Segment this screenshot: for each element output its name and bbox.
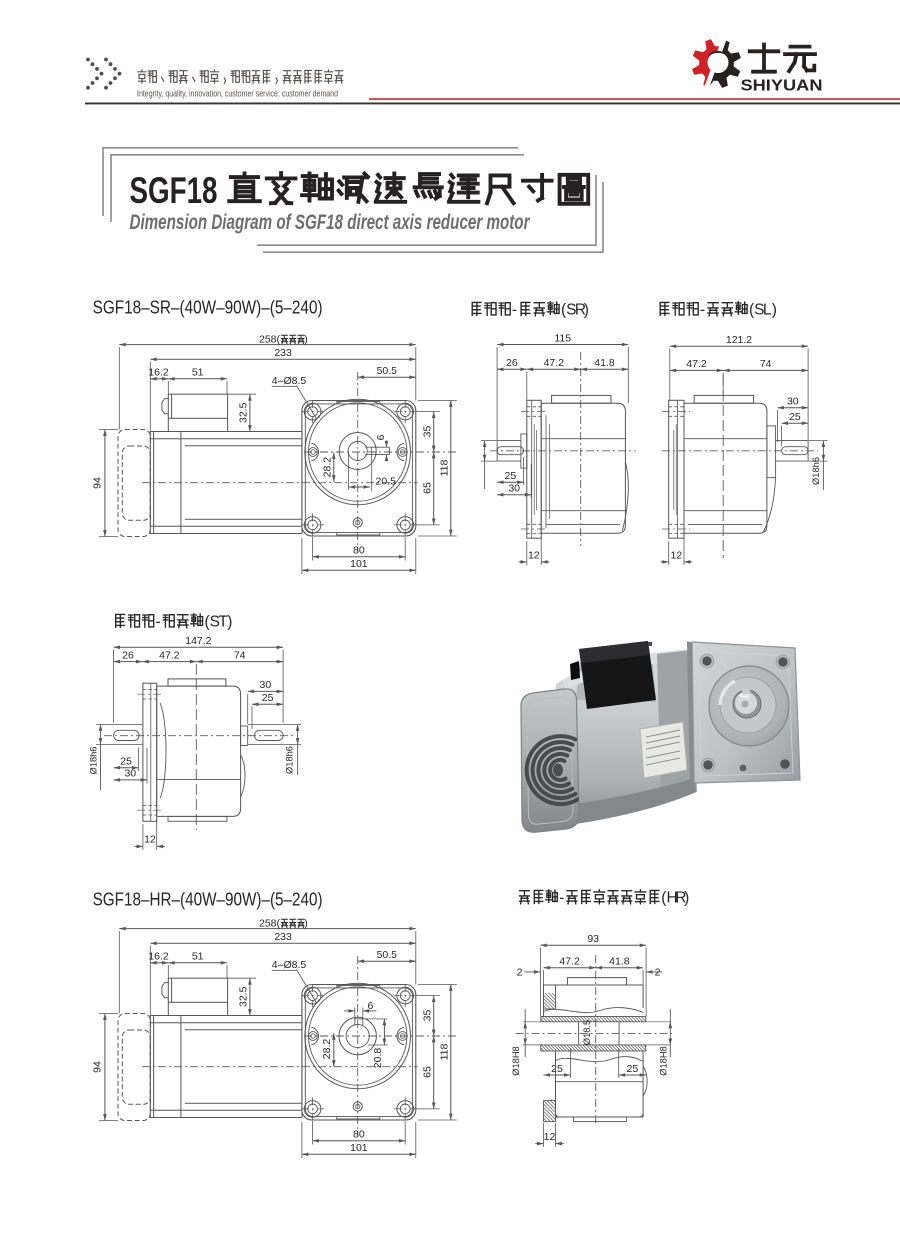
svg-text:(: ( <box>661 889 667 906</box>
svg-text:115: 115 <box>554 332 571 344</box>
svg-text:6: 6 <box>368 1000 374 1012</box>
svg-text:74: 74 <box>234 649 246 661</box>
svg-text:93: 93 <box>587 933 599 945</box>
svg-text:4–Ø8.5: 4–Ø8.5 <box>272 959 307 971</box>
svg-text:4–Ø8.5: 4–Ø8.5 <box>272 375 307 387</box>
svg-text:Ø18h6: Ø18h6 <box>88 747 98 775</box>
svg-text:2: 2 <box>517 966 523 978</box>
svg-text:30: 30 <box>508 483 520 495</box>
svg-text:233: 233 <box>274 347 292 359</box>
svg-text:-: - <box>700 301 705 318</box>
svg-text:28.2: 28.2 <box>321 1039 333 1060</box>
svg-text:12: 12 <box>528 549 540 561</box>
svg-text:SGF18–SR–(40W–90W)–(5–240): SGF18–SR–(40W–90W)–(5–240) <box>93 297 323 318</box>
svg-text:32.5: 32.5 <box>237 402 249 423</box>
svg-text:16.2: 16.2 <box>148 367 169 379</box>
svg-text:20.8: 20.8 <box>372 1048 384 1069</box>
svg-text:): ) <box>227 613 232 630</box>
svg-text:28.2: 28.2 <box>321 457 333 478</box>
svg-text:S: S <box>566 301 576 318</box>
svg-text:74: 74 <box>760 358 772 370</box>
svg-text:47.2: 47.2 <box>159 649 180 661</box>
svg-text:233: 233 <box>274 931 292 943</box>
svg-text:25: 25 <box>789 411 801 423</box>
svg-text:T: T <box>218 613 228 630</box>
svg-text:): ) <box>304 918 308 930</box>
svg-text:118: 118 <box>439 1043 451 1060</box>
svg-text:147.2: 147.2 <box>185 635 211 647</box>
svg-text:S: S <box>210 613 220 630</box>
svg-text:50.5: 50.5 <box>377 365 398 377</box>
svg-text:L: L <box>763 301 772 318</box>
svg-text:25: 25 <box>262 692 274 704</box>
svg-text:Dimension Diagram of SGF18 dir: Dimension Diagram of SGF18 direct axis r… <box>130 211 531 234</box>
svg-text:47.2: 47.2 <box>559 956 580 968</box>
svg-text:50.5: 50.5 <box>377 949 398 961</box>
svg-text:41.8: 41.8 <box>594 357 615 369</box>
svg-text:-: - <box>156 613 161 630</box>
svg-text:SGF18: SGF18 <box>130 170 218 211</box>
svg-text:2: 2 <box>655 966 661 978</box>
svg-text:35: 35 <box>421 1010 433 1022</box>
svg-text:26: 26 <box>122 649 134 661</box>
svg-text:121.2: 121.2 <box>726 334 752 346</box>
svg-text:80: 80 <box>353 1129 365 1141</box>
svg-text:25: 25 <box>120 756 132 768</box>
svg-text:101: 101 <box>350 558 368 570</box>
svg-text:12: 12 <box>544 1131 556 1143</box>
svg-text:6: 6 <box>375 434 387 440</box>
svg-text:94: 94 <box>92 1061 104 1073</box>
svg-text:S: S <box>754 301 764 318</box>
svg-text:258(: 258( <box>259 918 281 930</box>
svg-text:30: 30 <box>787 396 799 408</box>
svg-text:32.5: 32.5 <box>237 986 249 1007</box>
svg-text:(: ( <box>749 301 755 318</box>
svg-text:118: 118 <box>439 459 451 476</box>
svg-text:Ø18h6: Ø18h6 <box>811 457 821 485</box>
svg-text:16.2: 16.2 <box>148 951 169 963</box>
svg-text:): ) <box>304 334 308 346</box>
svg-text:35: 35 <box>421 426 433 438</box>
svg-text:94: 94 <box>92 477 104 489</box>
svg-text:): ) <box>772 301 777 318</box>
svg-text:30: 30 <box>260 679 272 691</box>
svg-text:65: 65 <box>421 1066 433 1078</box>
svg-text:Ø18.5: Ø18.5 <box>582 1020 592 1045</box>
svg-text:(: ( <box>561 301 567 318</box>
svg-text:): ) <box>684 889 689 906</box>
svg-text:SHIYUAN: SHIYUAN <box>741 78 823 95</box>
svg-text:51: 51 <box>192 951 204 963</box>
svg-text:26: 26 <box>506 357 518 369</box>
svg-text:-: - <box>512 301 517 318</box>
svg-text:Ø18H8: Ø18H8 <box>658 1046 668 1075</box>
svg-text:H: H <box>667 889 678 906</box>
svg-text:Ø18H8: Ø18H8 <box>511 1046 521 1075</box>
svg-text:20.5: 20.5 <box>376 476 397 488</box>
svg-text:258(: 258( <box>259 334 281 346</box>
svg-text:25: 25 <box>551 1063 563 1075</box>
svg-text:25: 25 <box>505 470 517 482</box>
svg-text:Ø18h6: Ø18h6 <box>285 746 295 774</box>
svg-text:(: ( <box>205 613 211 630</box>
svg-text:12: 12 <box>144 834 156 846</box>
svg-text:47.2: 47.2 <box>686 358 707 370</box>
svg-text:101: 101 <box>350 1142 368 1154</box>
svg-text:Integrity, quality, innovation: Integrity, quality, innovation, customer… <box>137 89 338 99</box>
svg-text:SGF18–HR–(40W–90W)–(5–240): SGF18–HR–(40W–90W)–(5–240) <box>93 888 323 909</box>
svg-text:65: 65 <box>421 482 433 494</box>
svg-text:80: 80 <box>353 545 365 557</box>
svg-text:R: R <box>575 301 586 318</box>
svg-text:41.8: 41.8 <box>609 956 630 968</box>
svg-text:): ) <box>584 301 589 318</box>
svg-text:-: - <box>559 889 564 906</box>
svg-text:30: 30 <box>124 768 136 780</box>
svg-text:25: 25 <box>627 1063 639 1075</box>
svg-text:47.2: 47.2 <box>544 357 565 369</box>
svg-text:12: 12 <box>670 549 682 561</box>
svg-text:51: 51 <box>192 367 204 379</box>
svg-text:R: R <box>675 889 686 906</box>
